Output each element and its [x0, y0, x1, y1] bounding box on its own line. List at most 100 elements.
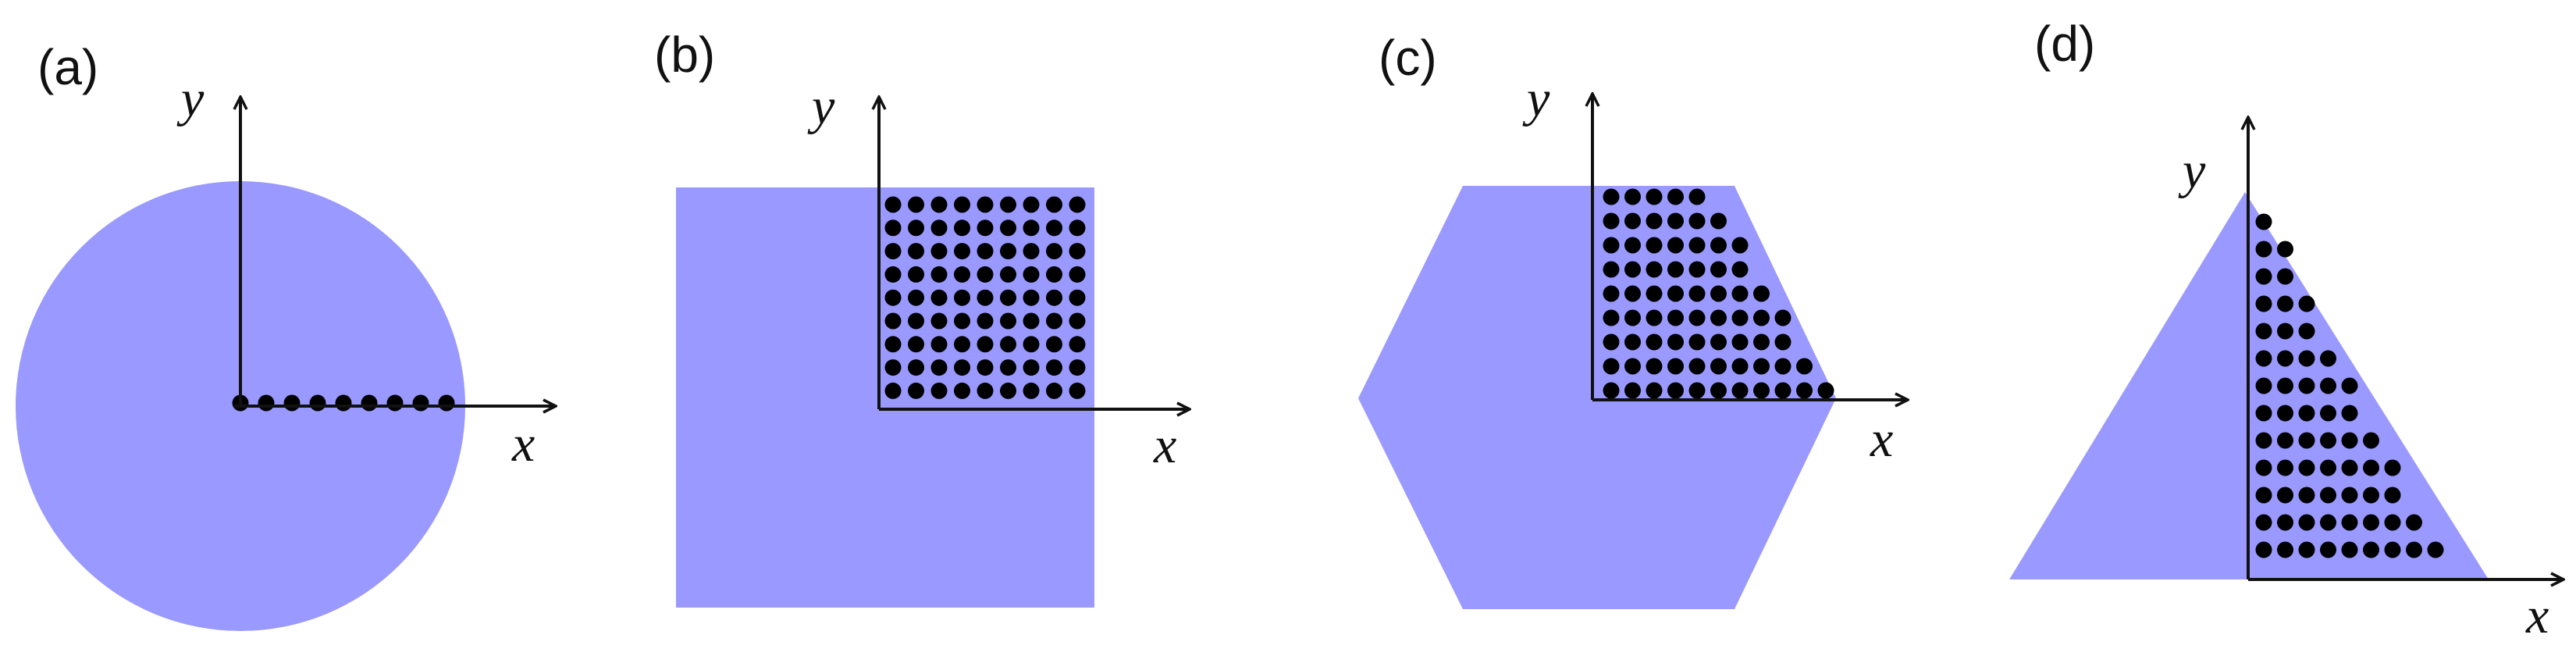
dot-marker — [1710, 237, 1727, 254]
dot-marker — [2255, 541, 2272, 558]
dot-marker — [1069, 336, 1086, 353]
dot-marker — [2320, 377, 2336, 394]
dot-marker — [1023, 359, 1040, 376]
dot-marker — [1688, 333, 1706, 351]
dot-marker — [1667, 237, 1684, 254]
dot-marker — [1069, 382, 1086, 399]
dot-marker — [1710, 285, 1727, 302]
dot-marker — [1603, 285, 1620, 302]
panel-label-c: (c) — [1379, 30, 1437, 86]
dot-marker — [1000, 243, 1016, 260]
dot-marker — [1646, 358, 1663, 375]
dot-marker — [1046, 312, 1062, 330]
dot-marker — [930, 359, 948, 376]
dot-marker — [1753, 382, 1770, 399]
dot-grid-a — [232, 394, 455, 412]
dot-marker — [2341, 487, 2358, 504]
panel-c: (c) x y — [1358, 30, 1908, 609]
dot-marker — [1603, 333, 1620, 351]
panel-b: (b) x y — [654, 27, 1190, 608]
dot-marker — [1667, 358, 1684, 375]
dot-marker — [2255, 405, 2272, 422]
dot-marker — [1069, 289, 1086, 306]
dot-marker — [2277, 459, 2293, 476]
dot-marker — [884, 312, 902, 330]
dot-marker — [1731, 285, 1749, 302]
dot-marker — [386, 394, 404, 412]
dot-marker — [908, 266, 924, 283]
dot-marker — [2255, 323, 2272, 340]
dot-marker — [2341, 405, 2358, 422]
y-axis-label-a: y — [176, 70, 205, 127]
dot-marker — [954, 359, 970, 376]
dot-marker — [1023, 382, 1040, 399]
dot-marker — [908, 219, 924, 237]
dot-marker — [2341, 432, 2358, 449]
dot-marker — [1667, 188, 1684, 205]
dot-marker — [908, 336, 924, 353]
dot-marker — [1624, 358, 1641, 375]
dot-marker — [1646, 333, 1663, 351]
dot-marker — [954, 196, 970, 213]
dot-marker — [1046, 243, 1062, 260]
dot-marker — [977, 219, 994, 237]
dot-marker — [884, 196, 902, 213]
dot-marker — [884, 266, 902, 283]
dot-marker — [2298, 432, 2315, 449]
dot-marker — [908, 196, 924, 213]
dot-marker — [1603, 212, 1620, 230]
dot-marker — [1667, 212, 1684, 230]
dot-marker — [930, 243, 948, 260]
dot-marker — [2341, 377, 2358, 394]
dot-marker — [1624, 261, 1641, 278]
dot-marker — [884, 289, 902, 306]
x-axis-label-a: x — [511, 415, 535, 472]
dot-marker — [1046, 266, 1062, 283]
dot-marker — [1667, 261, 1684, 278]
dot-marker — [884, 359, 902, 376]
dot-marker — [908, 312, 924, 330]
dot-marker — [2406, 541, 2422, 558]
dot-marker — [884, 336, 902, 353]
dot-marker — [1774, 382, 1791, 399]
dot-marker — [2384, 541, 2401, 558]
dot-marker — [2363, 459, 2379, 476]
dot-marker — [1000, 336, 1016, 353]
dot-marker — [1000, 219, 1016, 237]
dot-marker — [1023, 336, 1040, 353]
dot-marker — [335, 394, 352, 412]
dot-marker — [1023, 196, 1040, 213]
dot-marker — [2298, 350, 2315, 367]
dot-marker — [1646, 285, 1663, 302]
dot-marker — [1688, 237, 1706, 254]
dot-marker — [977, 266, 994, 283]
dot-marker — [2277, 487, 2293, 504]
dot-marker — [954, 289, 970, 306]
dot-marker — [2277, 268, 2293, 285]
dot-marker — [1069, 266, 1086, 283]
dot-marker — [1688, 285, 1706, 302]
dot-marker — [2277, 241, 2293, 258]
dot-marker — [2384, 459, 2401, 476]
x-axis-label-c: x — [1870, 411, 1893, 468]
dot-marker — [2255, 241, 2272, 258]
dot-marker — [930, 312, 948, 330]
dot-marker — [1731, 333, 1749, 351]
dot-marker — [2384, 514, 2401, 531]
dot-marker — [1000, 359, 1016, 376]
dot-marker — [1688, 261, 1706, 278]
dot-marker — [2277, 377, 2293, 394]
panel-label-d: (d) — [2034, 16, 2095, 72]
dot-marker — [1688, 212, 1706, 230]
dot-marker — [930, 219, 948, 237]
panel-d: (d) x y — [2009, 16, 2564, 644]
dot-marker — [1710, 261, 1727, 278]
dot-marker — [954, 312, 970, 330]
dot-marker — [1603, 358, 1620, 375]
dot-marker — [2320, 405, 2336, 422]
dot-marker — [2255, 213, 2272, 230]
dot-marker — [1774, 309, 1791, 326]
dot-marker — [1817, 382, 1834, 399]
dot-marker — [2255, 268, 2272, 285]
dot-marker — [1710, 212, 1727, 230]
